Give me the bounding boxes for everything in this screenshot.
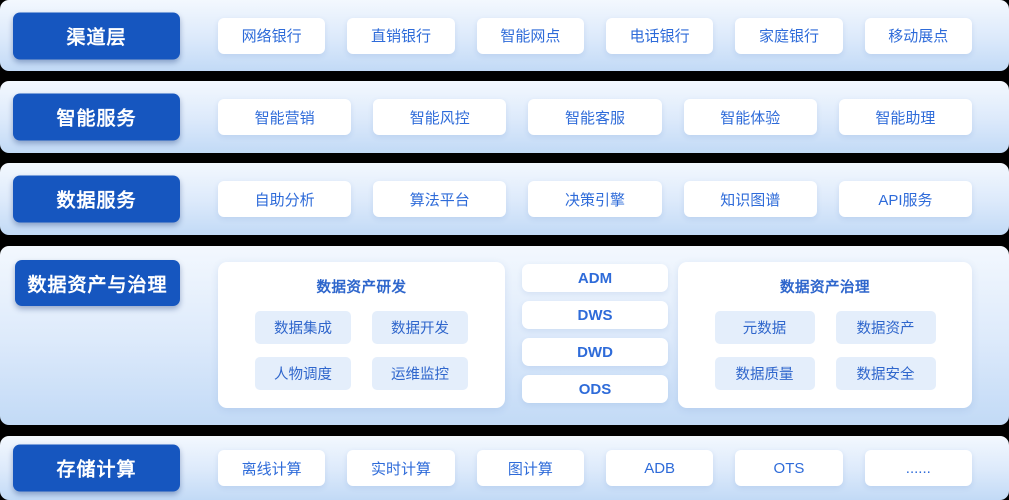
diagram-node: ADB [605, 450, 714, 486]
storage-computing-items-row: 离线计算 实时计算 图计算 ADB OTS ...... [218, 450, 972, 486]
diagram-subnode: 元数据 [714, 311, 815, 344]
diagram-node: 网络银行 [218, 17, 326, 54]
diagram-node: 图计算 [476, 450, 584, 486]
data-asset-governance-card: 数据资产治理 元数据 数据资产 数据质量 数据安全 [678, 262, 972, 408]
diagram-node: API服务 [838, 181, 973, 217]
diagram-node: 家庭银行 [735, 17, 843, 54]
diagram-node: 电话银行 [605, 17, 714, 54]
diagram-node: 知识图谱 [683, 181, 817, 217]
layer-band-intelligent-services: 智能服务 智能营销 智能风控 智能客服 智能体验 智能助理 [0, 81, 1009, 153]
diagram-node: 智能网点 [476, 17, 584, 54]
diagram-node: 移动展点 [864, 17, 972, 54]
layer-label-intelligent-services: 智能服务 [13, 93, 180, 141]
diagram-node: 直销银行 [347, 17, 455, 54]
layer-band-data-assets-governance: 数据资产与治理 数据资产研发 数据集成 数据开发 人物调度 运维监控 ADM D… [0, 246, 1009, 425]
channel-items-row: 网络银行 直销银行 智能网点 电话银行 家庭银行 移动展点 [218, 17, 972, 54]
diagram-subnode: 数据集成 [255, 311, 351, 344]
data-services-items-row: 自助分析 算法平台 决策引擎 知识图谱 API服务 [218, 181, 973, 217]
diagram-node: ODS [522, 375, 668, 403]
diagram-node: DWD [522, 338, 668, 366]
diagram-subnode: 数据安全 [835, 357, 936, 390]
layer-label-data-assets-governance: 数据资产与治理 [15, 260, 180, 306]
diagram-node: 智能营销 [218, 99, 352, 135]
diagram-node: ...... [864, 450, 972, 486]
layer-label-channel: 渠道层 [13, 12, 180, 59]
diagram-subnode: 数据资产 [835, 311, 936, 344]
diagram-node: 智能体验 [683, 99, 817, 135]
intelligent-services-items-row: 智能营销 智能风控 智能客服 智能体验 智能助理 [218, 99, 973, 135]
diagram-node: 自助分析 [218, 181, 352, 217]
data-asset-governance-card-grid: 元数据 数据资产 数据质量 数据安全 [678, 311, 972, 390]
diagram-node: 实时计算 [347, 450, 455, 486]
warehouse-layers-column: ADM DWS DWD ODS [522, 264, 668, 403]
diagram-node: 决策引擎 [528, 181, 662, 217]
diagram-node: 智能风控 [373, 99, 507, 135]
layer-band-channel: 渠道层 网络银行 直销银行 智能网点 电话银行 家庭银行 移动展点 [0, 0, 1009, 71]
layer-label-data-services: 数据服务 [13, 175, 180, 223]
data-asset-dev-card: 数据资产研发 数据集成 数据开发 人物调度 运维监控 [218, 262, 505, 408]
diagram-subnode: 数据开发 [372, 311, 468, 344]
layer-label-storage-computing: 存储计算 [13, 444, 180, 492]
diagram-subnode: 运维监控 [372, 357, 468, 390]
data-asset-dev-card-grid: 数据集成 数据开发 人物调度 运维监控 [218, 311, 505, 390]
diagram-node: 算法平台 [373, 181, 507, 217]
diagram-node: OTS [735, 450, 843, 486]
layer-band-storage-computing: 存储计算 离线计算 实时计算 图计算 ADB OTS ...... [0, 436, 1009, 500]
data-asset-dev-card-title: 数据资产研发 [316, 280, 407, 296]
diagram-node: 智能客服 [528, 99, 662, 135]
diagram-node: DWS [522, 301, 668, 329]
diagram-subnode: 数据质量 [714, 357, 815, 390]
diagram-node: 离线计算 [218, 450, 326, 486]
diagram-subnode: 人物调度 [255, 357, 351, 390]
diagram-node: ADM [522, 264, 668, 292]
data-asset-governance-card-title: 数据资产治理 [780, 280, 870, 296]
diagram-node: 智能助理 [838, 99, 973, 135]
layer-band-data-services: 数据服务 自助分析 算法平台 决策引擎 知识图谱 API服务 [0, 163, 1009, 235]
